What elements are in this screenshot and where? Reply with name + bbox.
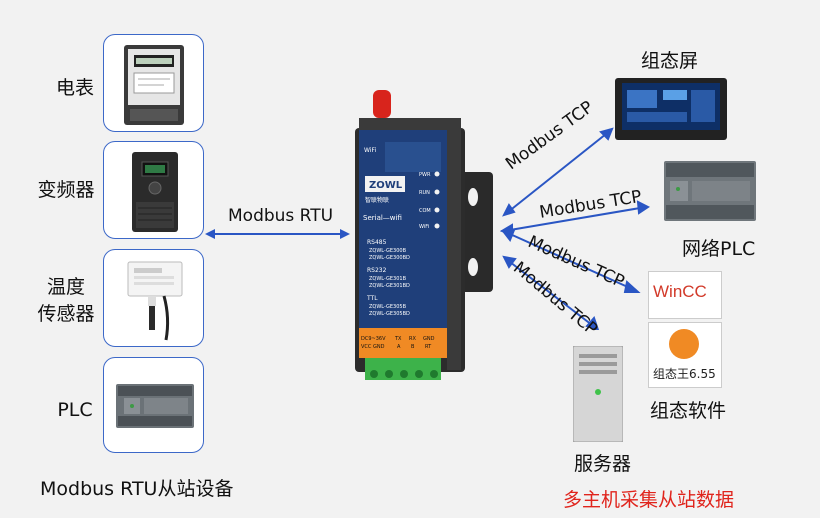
gw-terminal-rt: RT	[425, 344, 432, 350]
label-temperature-sensor: 温度 传感器	[33, 274, 99, 328]
kingview-logo-icon	[669, 329, 699, 359]
left-footer: Modbus RTU从站设备	[40, 478, 234, 500]
electric-meter-box	[103, 34, 204, 132]
gw-terminal-rx: RX	[409, 336, 416, 342]
frequency-inverter-box	[103, 141, 204, 239]
gw-terminal-power: DC9~36V	[361, 336, 386, 342]
plc-module-icon	[116, 384, 194, 428]
gw-terminal-vcc: VCC GND	[361, 344, 385, 350]
arrow-to-hmi	[502, 127, 614, 217]
gw-led-wifi: WiFi	[419, 224, 429, 230]
antenna-icon	[373, 90, 391, 118]
gw-led-pwr: PWR	[419, 172, 431, 178]
caption-hmi: 组态屏	[641, 50, 699, 72]
arrow-to-software	[501, 228, 641, 293]
hmi-screen-icon	[615, 78, 727, 140]
wincc-logo-text: WinCC	[653, 282, 707, 301]
label-electric-meter: 电表	[55, 77, 94, 99]
temperature-sensor-box	[103, 249, 204, 347]
left-link-arrow	[205, 229, 350, 239]
gw-terminal-b: B	[411, 344, 415, 350]
left-link-label: Modbus RTU	[228, 206, 334, 226]
gw-serial-label: Serial—wifi	[363, 214, 402, 222]
gw-ttl-title: TTL	[366, 295, 378, 302]
gw-brand: ZOWL	[369, 180, 403, 191]
gw-led-com: COM	[419, 208, 431, 214]
electric-meter-icon	[124, 45, 184, 125]
gw-ttl-model-1: ZQWL-GE305B	[369, 304, 407, 310]
gw-led-run: RUN	[419, 190, 430, 196]
label-temperature-line1: 温度	[46, 276, 85, 298]
gw-rs485-title: RS485	[367, 239, 387, 246]
gw-ttl-model-2: ZQWL-GE305BD	[369, 311, 410, 317]
frequency-inverter-icon	[132, 152, 178, 232]
gw-rs232-title: RS232	[367, 267, 387, 274]
gw-rs232-model-2: ZQWL-GE301BD	[369, 283, 410, 289]
gw-rs232-model-1: ZQWL-GE301B	[369, 276, 407, 282]
label-plc: PLC	[57, 399, 93, 421]
caption-network-plc: 网络PLC	[682, 238, 756, 260]
arrow-to-server	[502, 255, 600, 330]
wincc-logo: WinCC	[648, 271, 722, 319]
kingview-logo: 组态王6.55	[648, 322, 722, 388]
network-plc-icon	[664, 161, 756, 221]
brand-logo	[365, 176, 405, 192]
right-footer: 多主机采集从站数据	[563, 489, 735, 511]
gateway-device: WiFi ZOWL 智联物联 Serial—wifi PWR RUN COM W…	[355, 90, 493, 380]
gw-rs485-model-1: ZQWL-GE300B	[369, 248, 407, 254]
label-temperature-line2: 传感器	[37, 303, 95, 325]
right-arrows	[500, 127, 650, 330]
gw-rs485-model-2: ZQWL-GE300BD	[369, 255, 410, 261]
gw-terminal-tx: TX	[394, 336, 402, 342]
caption-server: 服务器	[574, 453, 632, 475]
plc-module-box	[103, 357, 204, 453]
gw-terminal-gnd: GND	[423, 336, 435, 342]
kingview-logo-text: 组态王6.55	[653, 367, 716, 381]
gw-terminal-a: A	[397, 344, 401, 350]
temperature-sensor-icon	[127, 261, 183, 341]
caption-software: 组态软件	[650, 400, 727, 422]
server-icon	[573, 346, 623, 442]
gw-brand-sub: 智联物联	[365, 196, 389, 204]
label-frequency-inverter: 变频器	[37, 179, 95, 201]
gw-wifi-label: WiFi	[364, 147, 376, 154]
